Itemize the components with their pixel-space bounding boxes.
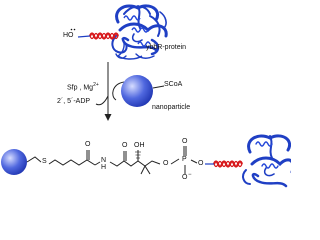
nanoparticle-label: nanoparticle: [152, 104, 191, 111]
reagent-text: Sfp , Mg: [67, 84, 94, 92]
carbonyl-o-right: O: [122, 142, 128, 149]
sulfur-atom: S: [42, 158, 47, 165]
nanoparticle-reactant: [121, 75, 165, 107]
phosphoryl-o: O: [182, 138, 188, 145]
nanoparticle-linker: [152, 85, 165, 89]
protein-ribbon-product: [242, 134, 291, 188]
reaction-arrow: [95, 62, 125, 121]
stereo-hash: [135, 151, 141, 159]
minus-sign: −: [188, 172, 192, 178]
reagent-superscript: 2+: [93, 82, 99, 88]
hydroxyl-label: HO: [63, 32, 74, 39]
product-structure: [1, 134, 291, 188]
protein-tail-top: [116, 37, 143, 60]
nanoparticle-sphere: [121, 75, 153, 107]
amide-h-left: H: [101, 164, 107, 171]
lone-pair-dots: [70, 28, 76, 31]
reagent-label: Sfp , Mg2+: [67, 82, 99, 91]
phosphorus-atom: P: [182, 156, 187, 163]
amide-n-left: N: [101, 157, 107, 164]
byproduct-label: 2´, 5´-ADP: [57, 98, 91, 105]
ester-oxygen: O: [163, 160, 169, 167]
tag-linker-top: [77, 35, 91, 38]
ybbr-tag-helix-product: [212, 160, 244, 168]
product-chain: [26, 146, 198, 175]
link-oxygen: O: [198, 160, 204, 167]
scoa-label: SCoA: [164, 81, 183, 88]
product-nanoparticle: [1, 149, 27, 175]
phosphate-o-minus: O: [182, 174, 188, 181]
reaction-scheme: HO ybbR-protein Sfp , Mg2+ 2´, 5´-ADP SC…: [1, 4, 291, 188]
ybbr-tag-helix-top: [88, 32, 120, 40]
carbonyl-o-left: O: [85, 141, 91, 148]
protein-ribbon-top-spirals: [123, 15, 151, 47]
protein-label: ybbR-protein: [146, 44, 187, 51]
hydroxyl-product: OH: [134, 142, 145, 149]
protein-structure-top: [70, 4, 168, 60]
